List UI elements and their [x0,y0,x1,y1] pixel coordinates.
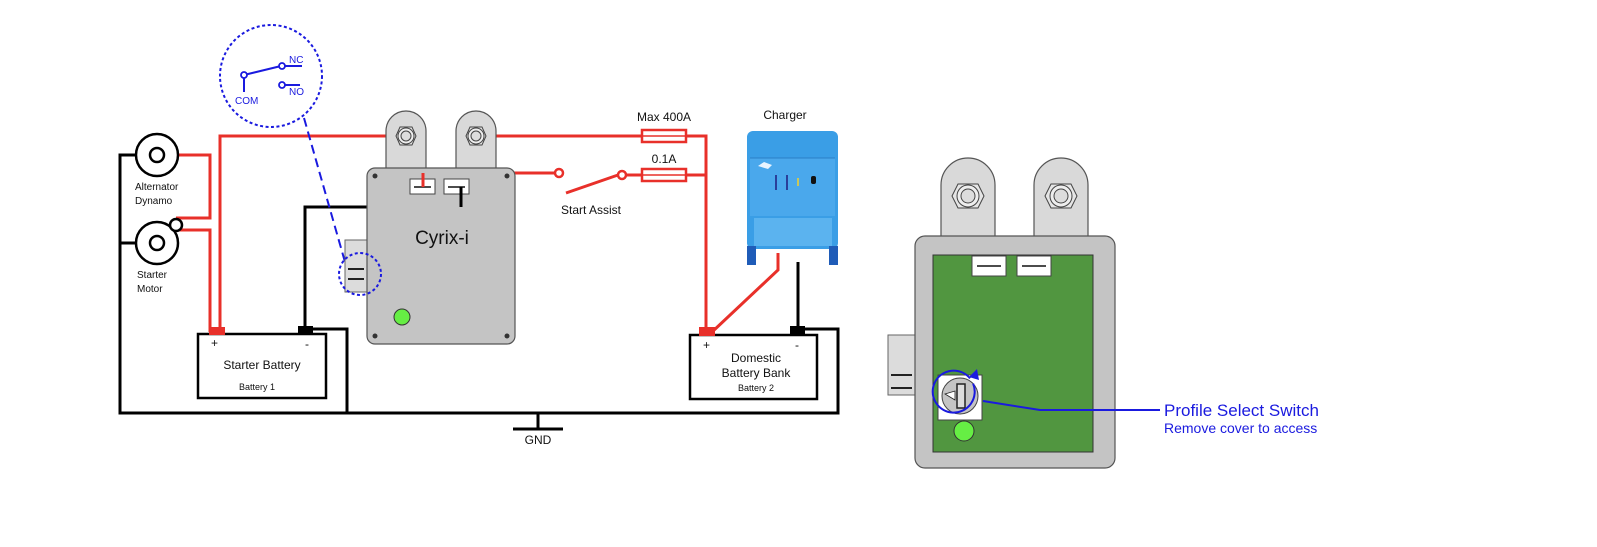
domestic-battery: + - Domestic Battery Bank Battery 2 [688,326,819,401]
fuse-small-label: 0.1A [652,152,677,166]
domestic-battery-name-1: Domestic [731,351,781,365]
fuse-main-label: Max 400A [637,110,691,124]
starter-motor: Starter Motor [134,217,184,295]
starter-battery-sub: Battery 1 [239,382,275,392]
start-assist-switch-lever [565,173,619,195]
callout-title: Profile Select Switch [1164,401,1319,420]
alternator-label-2: Dynamo [135,196,173,207]
alternator: Alternator Dynamo [134,132,180,207]
domestic-battery-sub: Battery 2 [738,383,774,393]
domestic-battery-name-2: Battery Bank [722,366,792,380]
cyrix-detail-led [953,420,975,442]
domestic-battery-plus: + [703,338,710,352]
starter-battery-plus: + [211,336,218,350]
charger-label: Charger [763,108,806,122]
alternator-label-1: Alternator [135,182,179,193]
cyrix-label: Cyrix-i [415,228,469,249]
start-assist-contact-right [616,169,628,181]
start-assist-label: Start Assist [561,203,622,217]
profile-select-switch[interactable] [924,362,983,421]
callout-line [982,400,1160,411]
domestic-battery-minus: - [795,338,799,352]
relay-pointer-line [303,117,346,263]
starter-battery-name: Starter Battery [223,358,300,372]
charger: Charger [747,108,838,265]
cyrix-led [393,308,411,326]
cyrix-unit: Cyrix-i [344,110,516,345]
starter-battery: + - Starter Battery Battery 1 [196,326,328,400]
relay-com-label: COM [235,96,258,107]
cyrix-detail [887,157,1116,469]
relay-port-highlight [338,252,382,296]
relay-no-label: NO [289,87,304,98]
starter-battery-minus: - [305,337,309,351]
start-assist-contact-left [553,167,565,179]
relay-detail: NC NO COM [219,24,346,263]
starter-label-2: Motor [137,284,163,295]
callout-subtitle: Remove cover to access [1164,420,1317,436]
ground-label: GND [525,433,552,447]
relay-nc-label: NC [289,55,303,66]
starter-label-1: Starter [137,270,168,281]
